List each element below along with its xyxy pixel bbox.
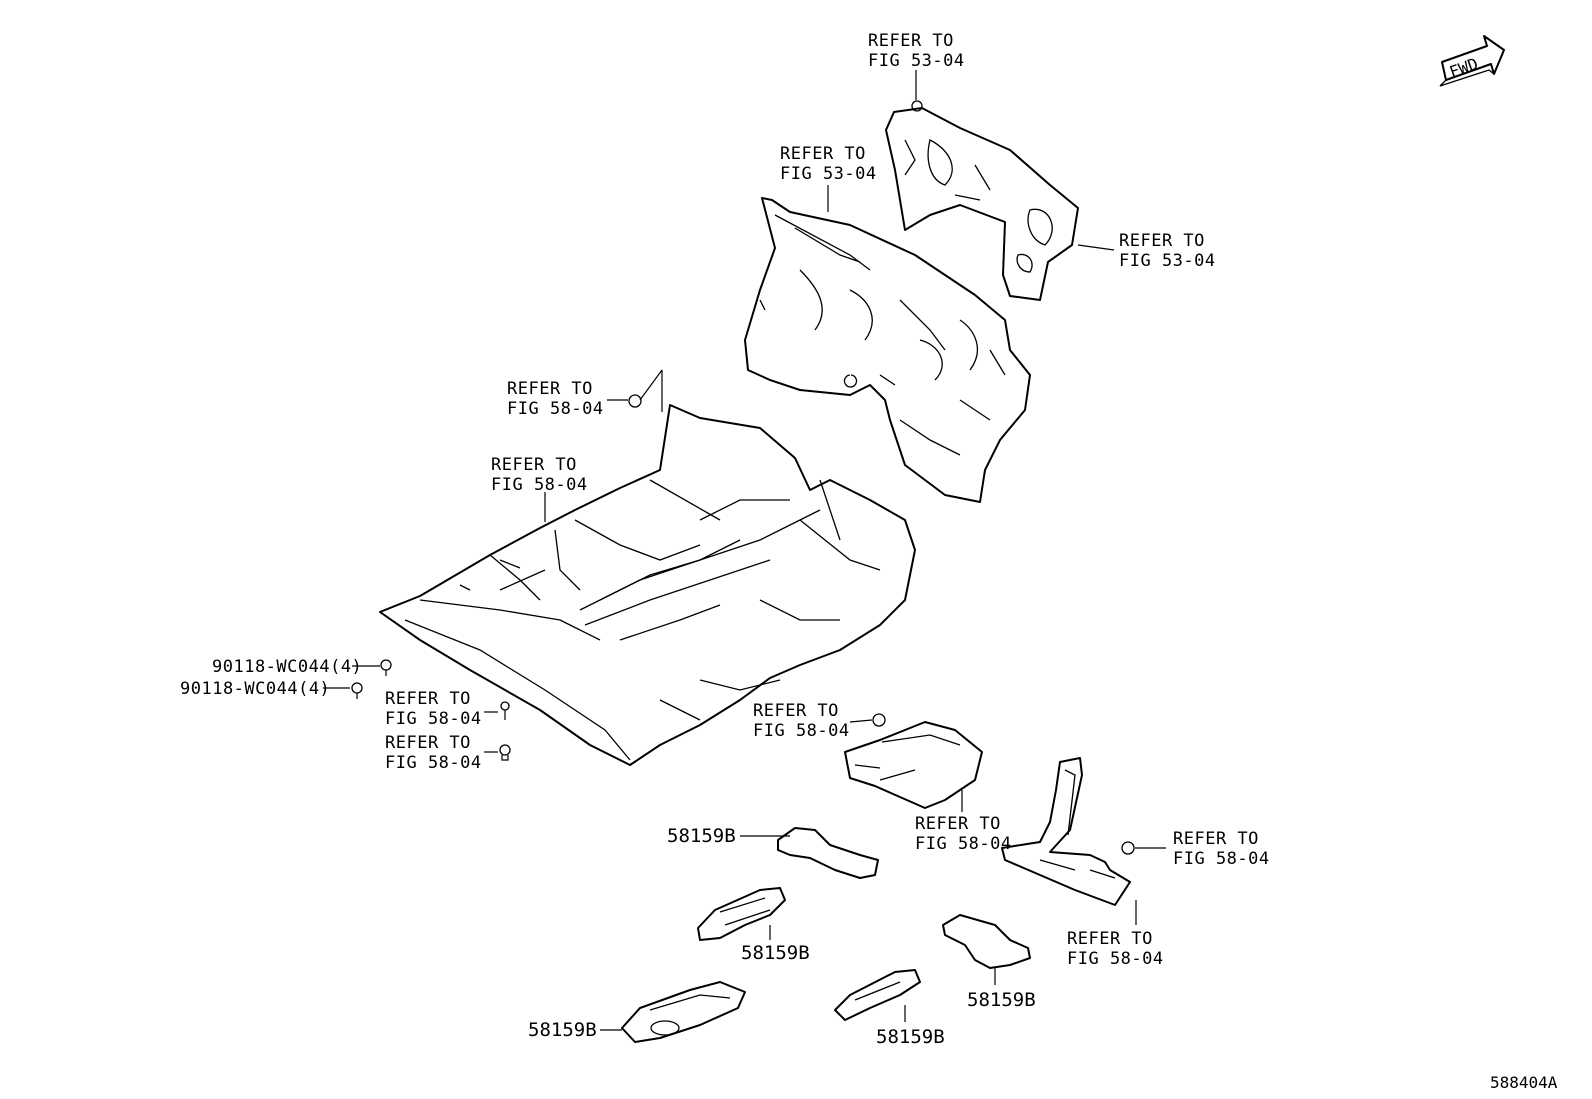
- dash-insulator-main: [744, 197, 1031, 503]
- pad-58159b-2: [697, 887, 786, 941]
- part-number-pad-4: 58159B: [876, 1026, 945, 1048]
- pad-58159b-5: [942, 914, 1031, 969]
- leader-lines: [323, 70, 1166, 1031]
- floor-pad-rear: [1001, 757, 1135, 906]
- pad-58159b-4: [834, 969, 921, 1021]
- catalog-id: 588404A: [1490, 1073, 1558, 1092]
- part-number-pad-1: 58159B: [667, 825, 736, 847]
- part-number-clip-a: 90118-WC044(4): [212, 657, 362, 677]
- pad-58159b-1: [777, 827, 879, 879]
- fwd-arrow-icon: FWD: [1439, 35, 1505, 87]
- pad-58159b-3: [621, 981, 746, 1043]
- floor-carpet-assembly: [379, 404, 916, 766]
- clip-icon: [351, 394, 642, 761]
- dash-insulator-upper: [885, 100, 1079, 301]
- part-number-clip-b: 90118-WC044(4): [180, 679, 330, 699]
- part-number-pad-2: 58159B: [741, 942, 810, 964]
- part-number-pad-5: 58159B: [967, 989, 1036, 1011]
- floor-pad-front: [844, 713, 983, 809]
- part-number-pad-3: 58159B: [528, 1019, 597, 1041]
